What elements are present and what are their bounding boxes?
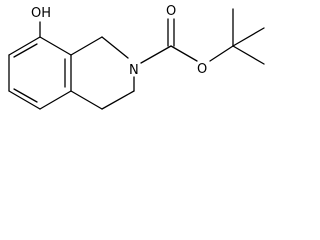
molecule-svg: OH N O O (8, 4, 265, 110)
ester-bond (170, 45, 198, 62)
aromatic-ring (8, 36, 72, 110)
methyl-bond (232, 45, 265, 65)
molecule-structure-diagram: OH N O O (0, 0, 285, 134)
ring-bond (101, 36, 129, 59)
saturated-ring (70, 36, 135, 110)
methyl-bond (232, 27, 265, 47)
ring-bond (39, 90, 72, 110)
ring-bond (70, 90, 103, 110)
ring-bond (39, 36, 72, 56)
ring-bond (8, 36, 41, 56)
tert-butyl-group (232, 8, 265, 65)
n-carbonyl-bond (140, 45, 172, 64)
ring-bond (70, 36, 103, 56)
ester-oxygen-label: O (197, 62, 207, 77)
aromatic-double-bond (13, 43, 38, 58)
ring-bond (8, 90, 41, 110)
carbamate-group: O O (140, 4, 234, 77)
nitrogen-label: N (129, 63, 139, 78)
ring-bond (101, 90, 135, 110)
aromatic-double-bond (13, 88, 38, 103)
hydroxyl-label: OH (31, 6, 51, 21)
o-tbutyl-bond (209, 45, 234, 62)
carbonyl-oxygen-label: O (166, 4, 176, 19)
